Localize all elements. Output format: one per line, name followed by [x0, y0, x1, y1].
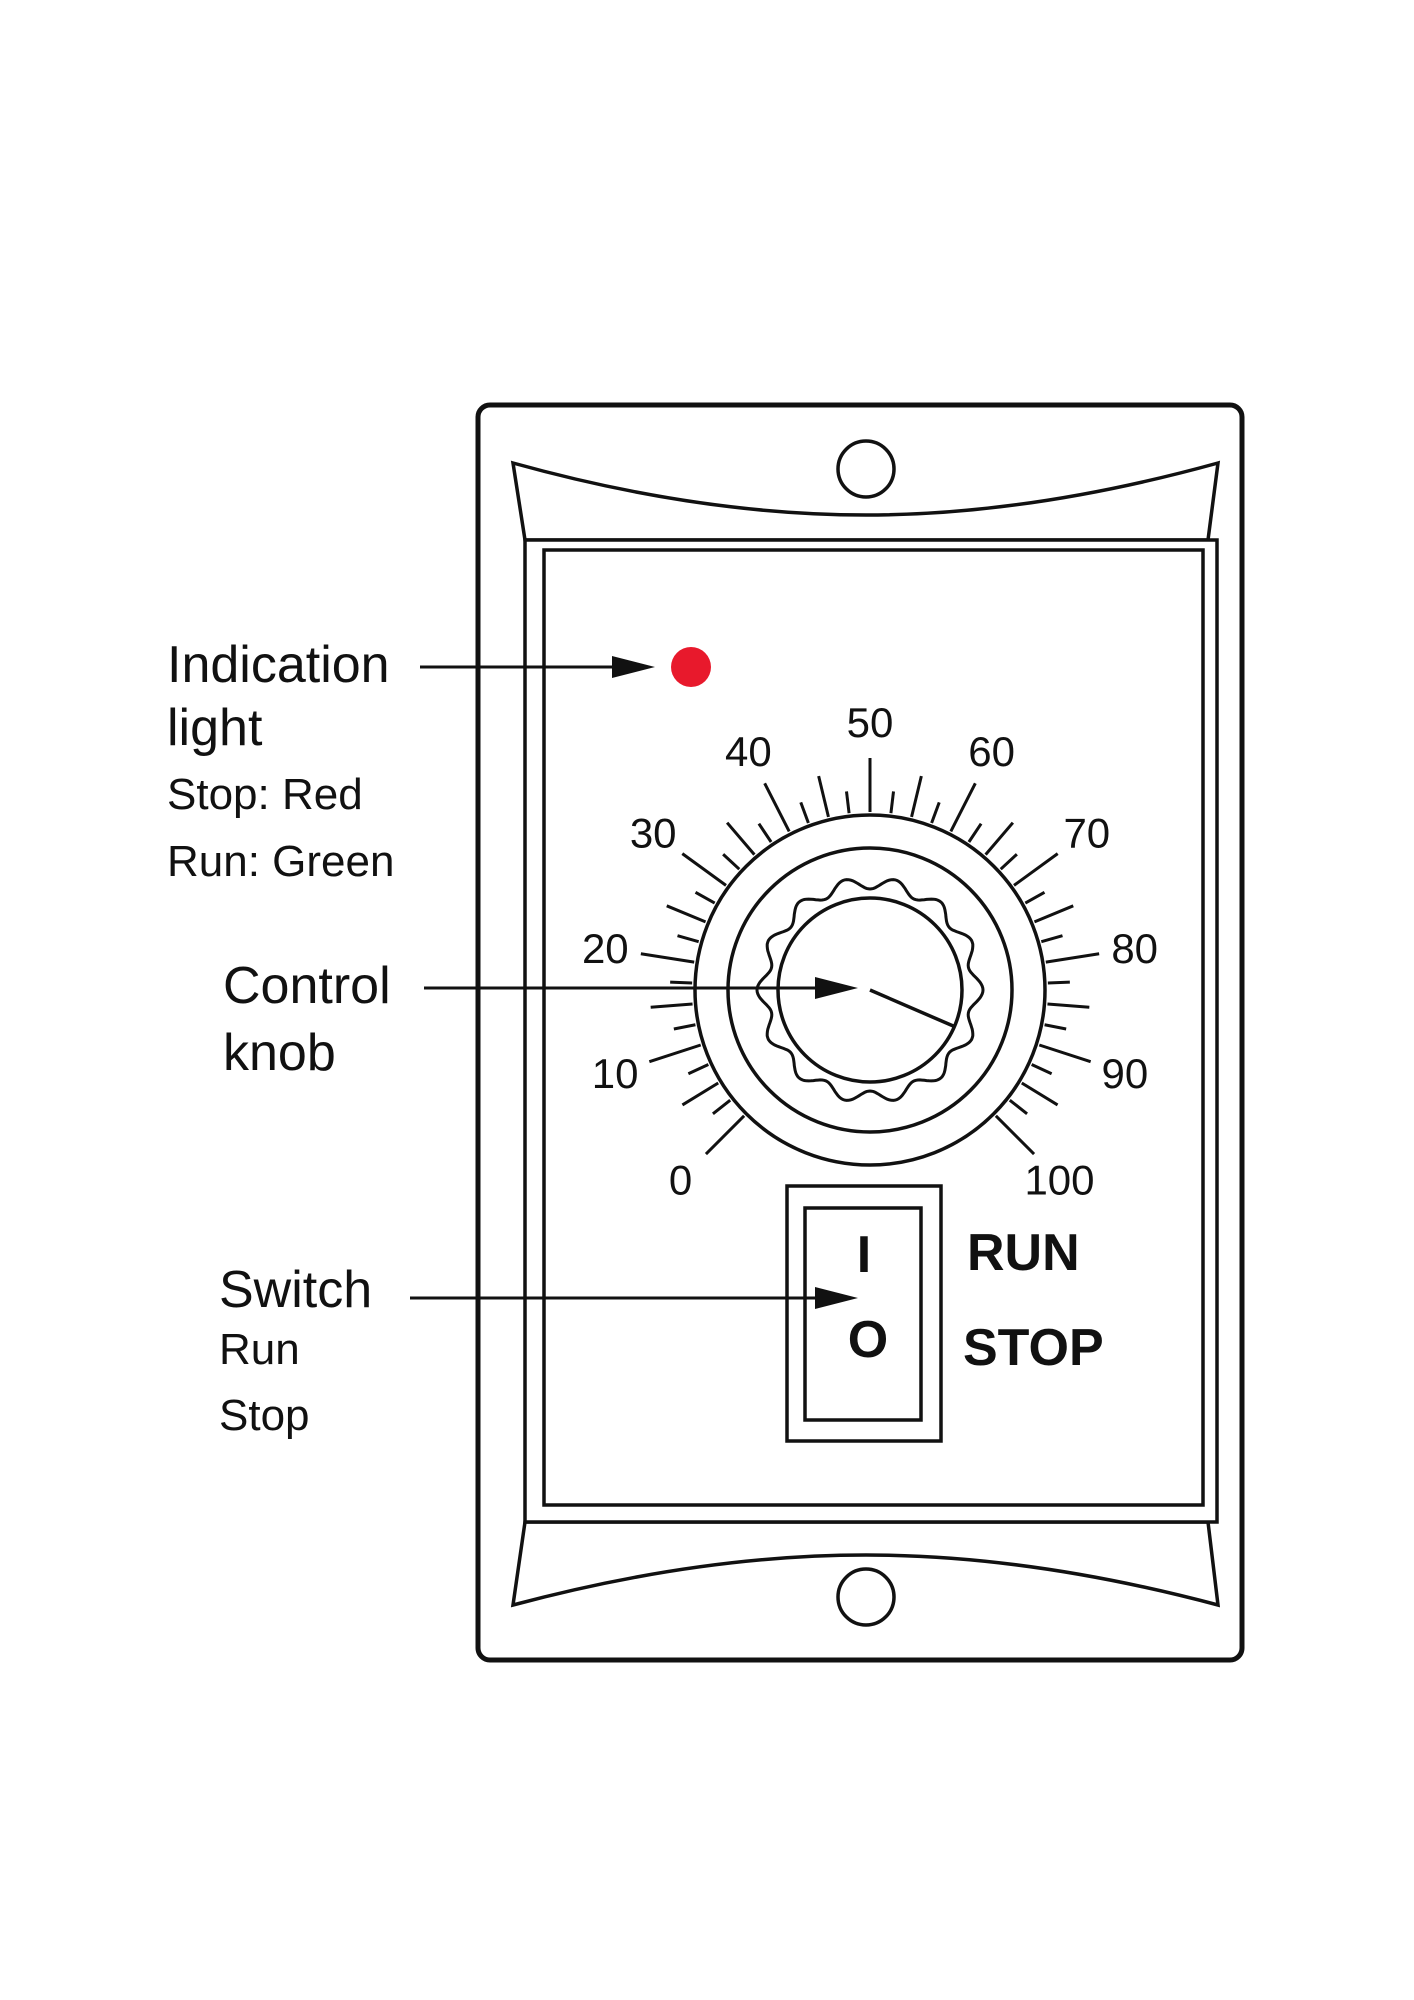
indication-light-title: Indication: [167, 636, 390, 694]
minor-tick: [725, 821, 756, 856]
major-tick: [681, 852, 727, 887]
minor-tick: [1044, 1023, 1067, 1031]
minor-tick: [650, 1002, 693, 1009]
knob-grip: [755, 878, 985, 1102]
control-knob-title: Control: [223, 957, 391, 1015]
knob-pointer: [869, 988, 956, 1029]
minor-tick: [1031, 1063, 1053, 1076]
dial-label: 10: [592, 1050, 639, 1097]
minor-tick: [681, 1081, 720, 1107]
control-knob-title-2: knob: [223, 1024, 336, 1082]
switch-stop-note: Stop: [219, 1391, 310, 1440]
major-tick: [949, 782, 977, 833]
bottom-bracket: [510, 1520, 1221, 1608]
dial-label: 60: [968, 728, 1015, 775]
face-plate-inner: [542, 548, 1205, 1507]
switch-off-symbol: O: [848, 1311, 888, 1369]
indication-run-note: Run: Green: [167, 837, 394, 886]
minor-tick: [1033, 904, 1074, 924]
dial-label: 100: [1024, 1157, 1094, 1204]
switch-arrowhead: [815, 1287, 858, 1309]
indication-light-title-2: light: [167, 699, 263, 757]
dial-label: 50: [847, 699, 894, 746]
minor-tick: [757, 822, 773, 843]
minor-tick: [687, 1063, 709, 1076]
dial-label: 20: [582, 925, 629, 972]
minor-tick: [722, 853, 741, 871]
controller-housing: [475, 402, 1245, 1663]
minor-tick: [1024, 890, 1046, 905]
minor-tick: [1047, 1002, 1090, 1009]
minor-tick: [817, 775, 830, 818]
minor-tick: [673, 1023, 696, 1031]
minor-tick: [712, 1099, 732, 1115]
major-tick: [1045, 952, 1100, 964]
minor-tick: [1008, 1099, 1028, 1115]
run-label: RUN: [967, 1224, 1080, 1282]
dial-label: 90: [1102, 1050, 1149, 1097]
dial-ring: [693, 813, 1047, 1167]
dial-label: 70: [1063, 809, 1110, 856]
indication-arrowhead: [612, 656, 655, 678]
stop-label: STOP: [963, 1319, 1104, 1377]
switch-on-symbol: I: [857, 1226, 871, 1284]
rocker-switch[interactable]: [803, 1206, 923, 1422]
minor-tick: [984, 821, 1015, 856]
minor-tick: [999, 853, 1018, 871]
minor-tick: [930, 801, 941, 824]
indication-stop-note: Stop: Red: [167, 770, 363, 819]
top-bracket: [510, 460, 1221, 542]
knob-arrowhead: [815, 977, 858, 999]
minor-tick: [1040, 934, 1063, 944]
minor-tick: [1020, 1081, 1059, 1107]
indication-light: [671, 647, 711, 687]
minor-tick: [967, 822, 983, 843]
minor-tick: [889, 791, 895, 814]
top-screw-hole: [836, 439, 896, 499]
major-tick: [1038, 1043, 1092, 1064]
major-tick: [763, 782, 791, 833]
minor-tick: [1047, 980, 1070, 985]
dial-scale: [640, 758, 1100, 1156]
major-tick: [994, 1114, 1036, 1156]
minor-tick: [845, 791, 851, 814]
minor-tick: [677, 934, 700, 944]
minor-tick: [910, 775, 923, 818]
minor-tick: [666, 904, 707, 924]
minor-tick: [799, 801, 810, 824]
dial-label: 0: [669, 1157, 692, 1204]
switch-title: Switch: [219, 1261, 372, 1319]
bottom-screw-hole: [836, 1567, 896, 1627]
major-tick: [1013, 852, 1059, 887]
major-tick: [648, 1043, 702, 1064]
major-tick: [704, 1114, 746, 1156]
switch-run-note: Run: [219, 1325, 300, 1374]
minor-tick: [670, 980, 693, 985]
dial-labels: 0 10 20 30 40 50 60 70 80 90 100: [582, 699, 1158, 1204]
dial-label: 80: [1111, 925, 1158, 972]
dial-label: 30: [630, 809, 677, 856]
major-tick: [640, 952, 695, 964]
minor-tick: [694, 890, 716, 905]
dial-label: 40: [725, 728, 772, 775]
